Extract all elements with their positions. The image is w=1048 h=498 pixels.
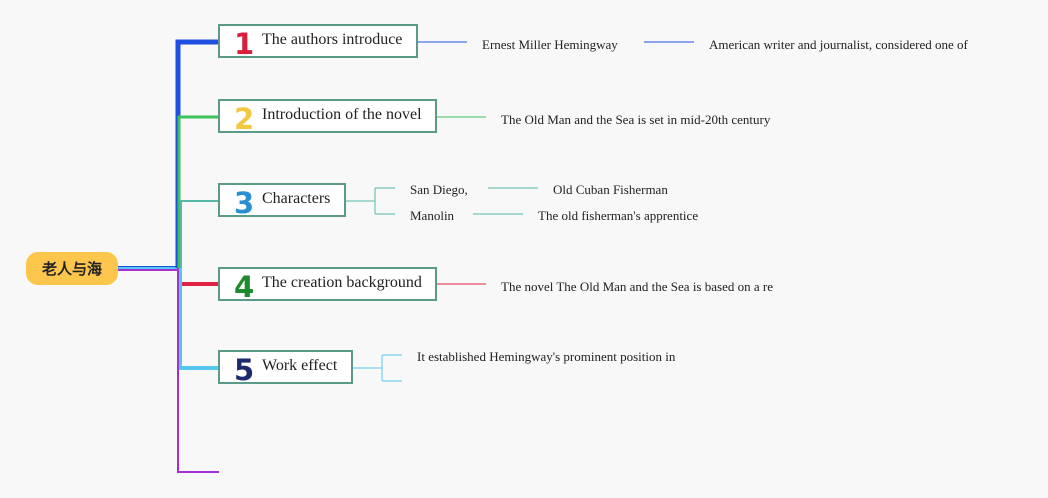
character-1-name-node[interactable]: San Diego, xyxy=(410,182,468,197)
topic-label: The creation background xyxy=(262,274,422,291)
effect-node[interactable]: It established Hemingway's prominent pos… xyxy=(417,349,676,364)
novel-intro-node[interactable]: The Old Man and the Sea is set in mid-20… xyxy=(501,112,771,127)
root-label: 老人与海 xyxy=(41,260,102,278)
topic-authors[interactable]: 1 The authors introduce xyxy=(218,24,418,61)
character-2-name-node[interactable]: Manolin xyxy=(410,208,455,223)
topic5-bracket xyxy=(353,354,402,382)
topic-label: Work effect xyxy=(262,357,338,374)
number-4-icon: 4 xyxy=(234,270,255,304)
branch-5-line xyxy=(178,268,218,370)
topic-characters[interactable]: 3 Characters xyxy=(218,183,346,220)
background-node[interactable]: The novel The Old Man and the Sea is bas… xyxy=(501,279,773,294)
character-2-desc-node[interactable]: The old fisherman's apprentice xyxy=(538,208,699,223)
topic-creation-background[interactable]: 4 The creation background xyxy=(218,267,437,304)
topic-label: Characters xyxy=(262,190,331,207)
topic3-bracket xyxy=(346,187,395,215)
branch-3-line xyxy=(180,200,218,268)
topic-label: Introduction of the novel xyxy=(262,106,422,123)
branch-2-line xyxy=(177,115,218,268)
root-node[interactable]: 老人与海 xyxy=(26,252,118,285)
number-3-icon: 3 xyxy=(234,186,255,220)
topic-label: The authors introduce xyxy=(262,31,403,48)
number-5-icon: 5 xyxy=(234,353,255,387)
topic-work-effect[interactable]: 5 Work effect xyxy=(218,350,353,387)
author-name-node[interactable]: Ernest Miller Hemingway xyxy=(482,37,618,52)
branch-1-line xyxy=(175,39,218,268)
author-description-node[interactable]: American writer and journalist, consider… xyxy=(709,37,968,52)
number-1-icon: 1 xyxy=(234,27,255,61)
topic-novel-intro[interactable]: 2 Introduction of the novel xyxy=(218,99,437,136)
number-2-icon: 2 xyxy=(234,102,255,136)
character-1-desc-node[interactable]: Old Cuban Fisherman xyxy=(553,182,668,197)
branch-6-line xyxy=(177,268,219,473)
